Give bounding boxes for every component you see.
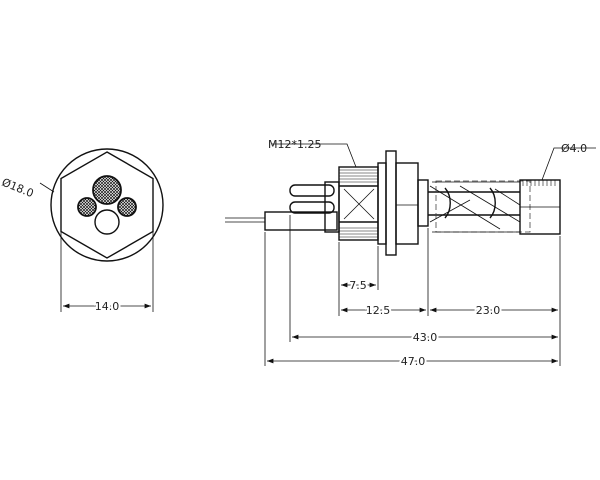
body-length-label: 12.5 xyxy=(366,304,391,317)
flange-hub xyxy=(395,162,419,245)
outer-diameter-label: Ø18.0 xyxy=(0,176,35,200)
thread-section xyxy=(338,166,379,241)
cable-diameter-label: Ø4.0 xyxy=(561,142,587,155)
thread-label: M12*1.25 xyxy=(268,138,321,151)
overall-length-label: 47.0 xyxy=(401,355,426,368)
hex-width-label: 14.0 xyxy=(95,300,120,313)
side-view: M12*1.25 Ø4.0 7.5 12.5 23.0 43.0 47.0 xyxy=(225,138,596,370)
nut xyxy=(377,162,387,245)
contact-open xyxy=(94,209,120,235)
contact-right xyxy=(117,197,137,217)
thread-length-label: 7.5 xyxy=(349,279,367,292)
pin-bottom xyxy=(289,201,335,214)
front-view: Ø18.0 14.0 xyxy=(0,148,164,315)
total-length-label: 43.0 xyxy=(413,331,438,344)
front-view-outer-circle xyxy=(50,148,164,262)
cable-section-label: 23.0 xyxy=(476,304,501,317)
contact-large xyxy=(92,175,122,205)
cable-section xyxy=(428,180,531,233)
contact-left xyxy=(77,197,97,217)
wire-sleeve xyxy=(264,211,338,231)
front-view-hexagon xyxy=(60,151,154,259)
rear-collar xyxy=(417,179,429,227)
flange xyxy=(385,150,397,256)
pin-top xyxy=(289,184,335,197)
